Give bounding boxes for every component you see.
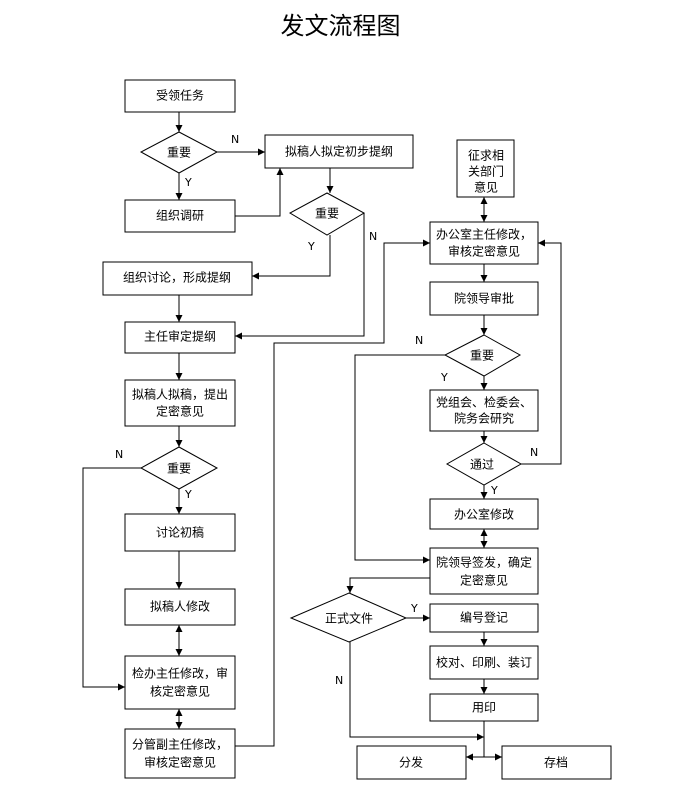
node-label: 组织讨论，形成提纲: [123, 270, 231, 285]
node-label: 编号登记: [460, 610, 508, 625]
decision-pass: 通过: [445, 442, 523, 486]
node-label: 院领导审批: [454, 291, 514, 306]
node-discuss-draft: 讨论初稿: [124, 513, 236, 552]
node-label-line2: 核定密意见: [150, 684, 210, 699]
node-print-bind: 校对、印刷、装订: [429, 645, 539, 680]
decision-important-1: 重要: [139, 131, 219, 174]
decision-label: 正式文件: [325, 611, 373, 626]
node-label: 拟稿人拟定初步提纲: [285, 144, 393, 159]
node-register: 编号登记: [429, 603, 539, 633]
edge-label-no: N: [231, 133, 239, 146]
node-label-line1: 办公室主任修改，: [436, 227, 532, 242]
page-title: 发文流程图: [280, 12, 401, 40]
node-solicit-opinions: 征求相 关部门 意见: [456, 139, 515, 198]
decision-important-2: 重要: [288, 192, 366, 236]
node-label-line2: 审核定密意见: [144, 755, 216, 770]
node-label-line1: 拟稿人拟稿，提出: [132, 387, 228, 402]
edge-label-yes: Y: [184, 176, 192, 189]
node-label-line1: 征求相: [468, 149, 504, 163]
decision-important-4: 重要: [443, 334, 522, 377]
node-label: 讨论初稿: [156, 525, 204, 540]
node-label-line2: 定密意见: [156, 404, 204, 419]
node-leader-sign: 院领导签发，确定 定密意见: [429, 547, 539, 595]
edge-label-yes: Y: [410, 602, 418, 615]
node-draft-outline: 拟稿人拟定初步提纲: [264, 134, 414, 169]
node-committee-study: 党组会、检委会、 院务会研究: [429, 389, 539, 432]
connectors: [82, 112, 562, 761]
node-label: 组织调研: [156, 209, 204, 223]
node-distribute: 分发: [356, 745, 467, 780]
node-archive: 存档: [501, 745, 612, 780]
decision-label: 重要: [315, 207, 339, 221]
node-drafter-revise: 拟稿人修改: [124, 588, 236, 626]
node-label-line2: 审核定密意见: [448, 244, 520, 259]
node-office-director: 办公室主任修改， 审核定密意见: [429, 221, 539, 265]
edge-label-yes: Y: [490, 484, 498, 497]
node-label-line1: 院领导签发，确定: [436, 555, 532, 570]
edge-label-no: N: [115, 448, 123, 461]
edge-label-no: N: [369, 230, 377, 243]
edge-labels: N Y Y N N Y N Y N Y Y N: [115, 133, 538, 687]
edge-label-yes: Y: [184, 488, 192, 501]
node-label: 存档: [544, 756, 568, 770]
node-label-line1: 检办主任修改，审: [132, 666, 228, 681]
decision-formal-document: 正式文件: [289, 592, 408, 643]
node-inspect-director: 检办主任修改，审 核定密意见: [124, 655, 236, 710]
node-label: 主任审定提纲: [144, 329, 216, 344]
node-director-outline: 主任审定提纲: [124, 321, 236, 354]
decision-label: 重要: [470, 349, 494, 363]
node-office-revise: 办公室修改: [429, 498, 539, 530]
edge-label-no: N: [415, 334, 423, 347]
node-deputy-director: 分管副主任修改， 审核定密意见: [124, 728, 236, 779]
decision-important-3: 重要: [139, 446, 219, 490]
node-label-line2: 院务会研究: [454, 411, 514, 426]
node-label-line3: 意见: [474, 180, 498, 195]
node-label-line1: 分管副主任修改，: [132, 737, 228, 752]
node-seal: 用印: [429, 693, 539, 722]
decision-label: 重要: [167, 146, 191, 160]
edge-label-yes: Y: [440, 371, 448, 384]
node-label: 用印: [472, 701, 496, 715]
node-leader-approve: 院领导审批: [429, 281, 539, 316]
node-label: 办公室修改: [454, 507, 514, 522]
node-label-line1: 党组会、检委会、: [436, 395, 532, 410]
node-label-line2: 关部门: [468, 164, 504, 179]
decision-label: 通过: [470, 458, 494, 472]
node-label: 受领任务: [156, 88, 204, 103]
node-label: 拟稿人修改: [150, 599, 210, 614]
decision-label: 重要: [167, 462, 191, 476]
edge-label-no: N: [530, 446, 538, 459]
node-label-line2: 定密意见: [460, 573, 508, 588]
node-drafter-draft: 拟稿人拟稿，提出 定密意见: [124, 379, 236, 427]
node-discuss-outline: 组织讨论，形成提纲: [102, 261, 253, 296]
edge-label-yes: Y: [307, 240, 315, 253]
node-label: 分发: [399, 755, 423, 770]
node-receive-task: 受领任务: [124, 79, 236, 113]
edge-label-no: N: [335, 674, 343, 687]
node-label: 校对、印刷、装订: [436, 655, 532, 670]
node-research: 组织调研: [124, 199, 236, 233]
